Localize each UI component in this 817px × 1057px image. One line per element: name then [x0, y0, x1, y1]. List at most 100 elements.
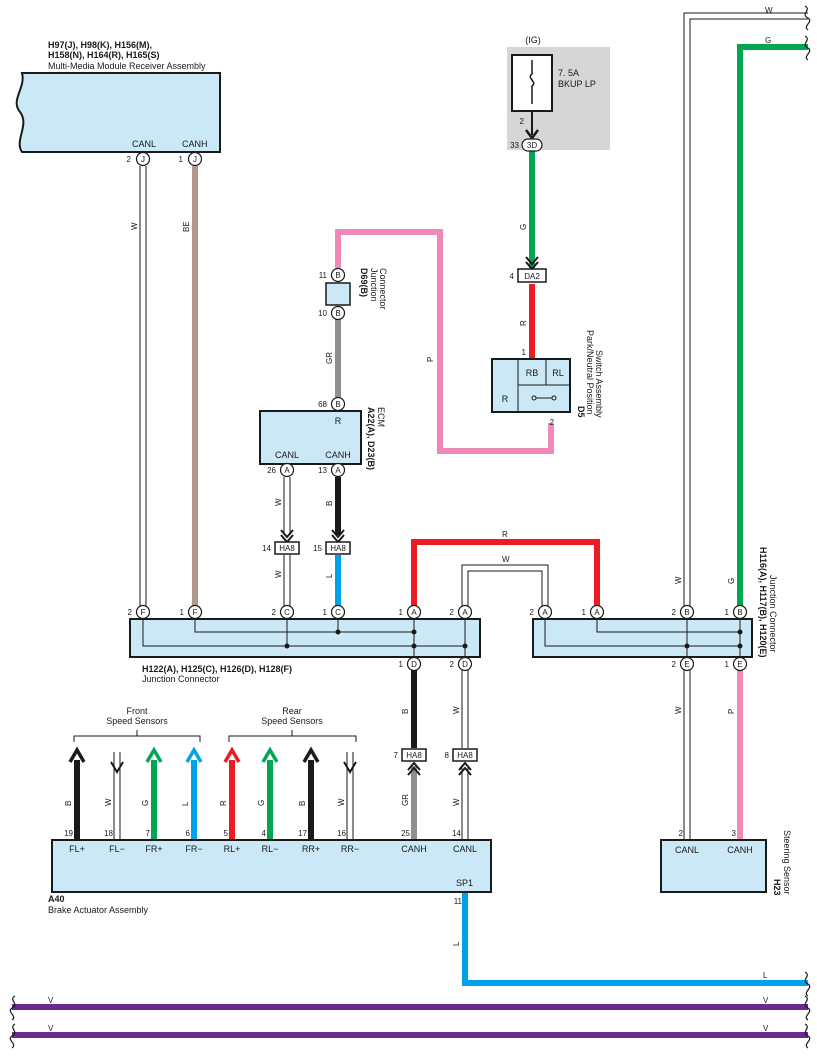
rear-sensors-label-2: Speed Sensors: [261, 716, 323, 726]
park-neutral-switch-d5: 1 RB RL R 2 D5 Park/Neutral Position Swi…: [491, 330, 604, 427]
front-sensors-label-1: Front: [126, 706, 148, 716]
jc-left-bottom-pin-1-conn: D: [462, 660, 468, 669]
sensor-arrow-icon: [145, 746, 163, 763]
mmr-codes-1: H97(J), H98(K), H156(M),: [48, 40, 152, 50]
jc-left-top-pin-5-conn: A: [462, 608, 468, 617]
ha8-8-pin: 8: [445, 751, 450, 760]
a40-terminal-2: FR+: [145, 844, 162, 854]
a40-terminal-0: FL+: [69, 844, 85, 854]
sensor-wire-6: B: [298, 746, 320, 840]
jc-left-top-pin-1: F1: [180, 604, 203, 620]
jc-left-top-pin-3-conn: C: [335, 608, 341, 617]
fuse-jb-conn: 3D: [527, 141, 537, 150]
h23-pin-canl: 2: [679, 829, 684, 838]
sensor-arrow-icon: [223, 746, 241, 763]
mmr-canh-label: CANH: [182, 139, 208, 149]
a40-name: Brake Actuator Assembly: [48, 905, 149, 915]
a40-terminals: FL+19FL−18FR+7FR−6RL+5RL−4RR+17RR−16CANH…: [64, 829, 477, 854]
sensor-wire-3: L: [181, 746, 203, 840]
wc-w-right: W: [674, 576, 683, 584]
d5-pin1: 1: [522, 348, 527, 357]
jc-left-top-pin-0-num: 2: [128, 608, 133, 617]
d69-bot-pin: 10: [318, 309, 327, 318]
wc-gr: GR: [325, 352, 334, 364]
jc-right-top-pin-1-conn: A: [594, 608, 600, 617]
ecm-canh-pin: 13: [318, 466, 327, 475]
h23-name: Steering Sensor: [782, 830, 792, 895]
fuse-bkup-lp: (IG) 7. 5A BKUP LP 2 3D 33: [507, 35, 610, 152]
wc-sp1: L: [452, 941, 461, 946]
rear-sensors-label-1: Rear: [282, 706, 302, 716]
ecm-name: ECM: [376, 407, 386, 427]
ecm-canl-label: CANL: [275, 450, 299, 460]
jc-right-top-pin-1-num: 1: [582, 608, 587, 617]
jc-right-bottom-pin-1: E1: [725, 656, 748, 672]
sensor-wire-7: W: [337, 752, 357, 840]
ecm-r-pin: 68: [318, 400, 327, 409]
wc-w-top: W: [765, 6, 773, 15]
a40-terminal-7: RR−: [341, 844, 359, 854]
a40-terminal-pin-0: 19: [64, 829, 73, 838]
sensor-arrow-icon: [68, 746, 86, 763]
wc-sensor-6: B: [298, 801, 307, 806]
d5-rl: RL: [552, 368, 564, 378]
jc-left-top-pin-0-conn: F: [141, 608, 146, 617]
jc-left-top-pin-5-num: 2: [450, 608, 455, 617]
a40-terminal-4: RL+: [224, 844, 241, 854]
jc-left-bottom-pin-1: D2: [450, 656, 473, 672]
wc-p: P: [426, 357, 435, 362]
d69-name-1: Junction: [369, 268, 379, 302]
brake-actuator-a40: FL+19FL−18FR+7FR−6RL+5RL−4RR+17RR−16CANH…: [48, 829, 492, 915]
mmr-canh-pin-num: 1: [179, 155, 184, 164]
a40-terminal-pin-7: 16: [337, 829, 346, 838]
wc-v-2-left: V: [48, 1024, 54, 1033]
wire-p-d69-d5: [335, 229, 554, 454]
wc-e2: W: [674, 706, 683, 714]
sensor-arrow-icon: [110, 761, 124, 774]
jc-right-top-pin-3: B1: [725, 604, 748, 620]
jc-left-top-pin-5: A2: [450, 604, 473, 620]
wc-mmr-canh: BE: [182, 221, 191, 232]
mmr-canh-pin: [187, 151, 203, 167]
wc-w-junction: W: [502, 555, 510, 564]
ha8-8-label: HA8: [457, 751, 473, 760]
jc-left-bottom-pin-0: D1: [399, 656, 422, 672]
a40-terminal-8: CANH: [401, 844, 427, 854]
a40-terminal-pin-8: 25: [401, 829, 410, 838]
d69-top-pin: 11: [319, 271, 328, 280]
jc-left-top-pin-1-num: 1: [180, 608, 185, 617]
wc-v-1-right: V: [763, 996, 769, 1005]
jc-right-top-pin-2: B2: [672, 604, 695, 620]
wc-fuse-g: G: [519, 224, 528, 230]
sensor-arrow-icon: [261, 746, 279, 763]
h23-canl: CANL: [675, 845, 699, 855]
jc-right-top-pin-3-num: 1: [725, 608, 730, 617]
da2-label: DA2: [524, 272, 540, 281]
wc-sensor-5: G: [257, 800, 266, 806]
a40-terminal-3: FR−: [185, 844, 202, 854]
wire-w-top: [683, 12, 808, 608]
ha8-14-label: HA8: [279, 544, 295, 553]
a40-terminal-pin-2: 7: [146, 829, 151, 838]
jc-left-top-pin-3-num: 1: [323, 608, 328, 617]
fuse-pin-out: 2: [520, 117, 525, 126]
ha8-14-pin: 14: [262, 544, 271, 553]
jc-left-top-pin-4: A1: [399, 604, 422, 620]
wc-sensor-0: B: [64, 801, 73, 806]
jc-left-name: Junction Connector: [142, 674, 220, 684]
wire-break-marks: [9, 5, 811, 1049]
wc-ecm-canl: W: [274, 498, 283, 506]
steering-sensor-h23: CANL CANH 2 3 H23 Steering Sensor: [660, 829, 792, 896]
ha8-15-pin: 15: [313, 544, 322, 553]
jc-left-bottom-pin-0-num: 1: [399, 660, 404, 669]
a40-code: A40: [48, 894, 65, 904]
h23-code: H23: [772, 879, 782, 896]
a40-terminal-pin-5: 4: [262, 829, 267, 838]
a40-terminal-9: CANL: [453, 844, 477, 854]
d5-name-2: Switch Assembly: [594, 350, 604, 418]
mmr-canl-pin-num: 2: [127, 155, 132, 164]
